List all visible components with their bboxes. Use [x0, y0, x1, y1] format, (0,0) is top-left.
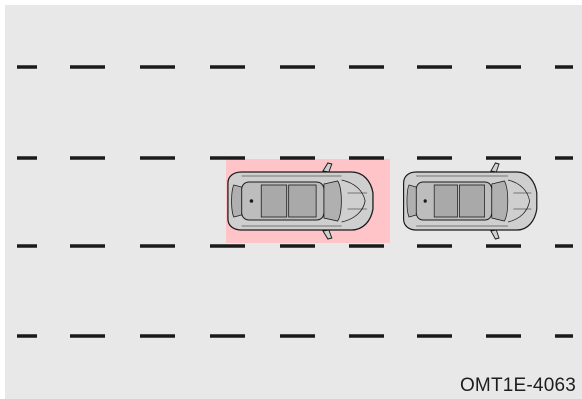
- figure-frame: OMT1E-4063: [5, 5, 582, 399]
- own-vehicle-icon: [228, 163, 373, 239]
- road-scene: [5, 5, 582, 399]
- figure-code: OMT1E-4063: [460, 375, 576, 397]
- vehicle-ahead-icon: [404, 163, 537, 239]
